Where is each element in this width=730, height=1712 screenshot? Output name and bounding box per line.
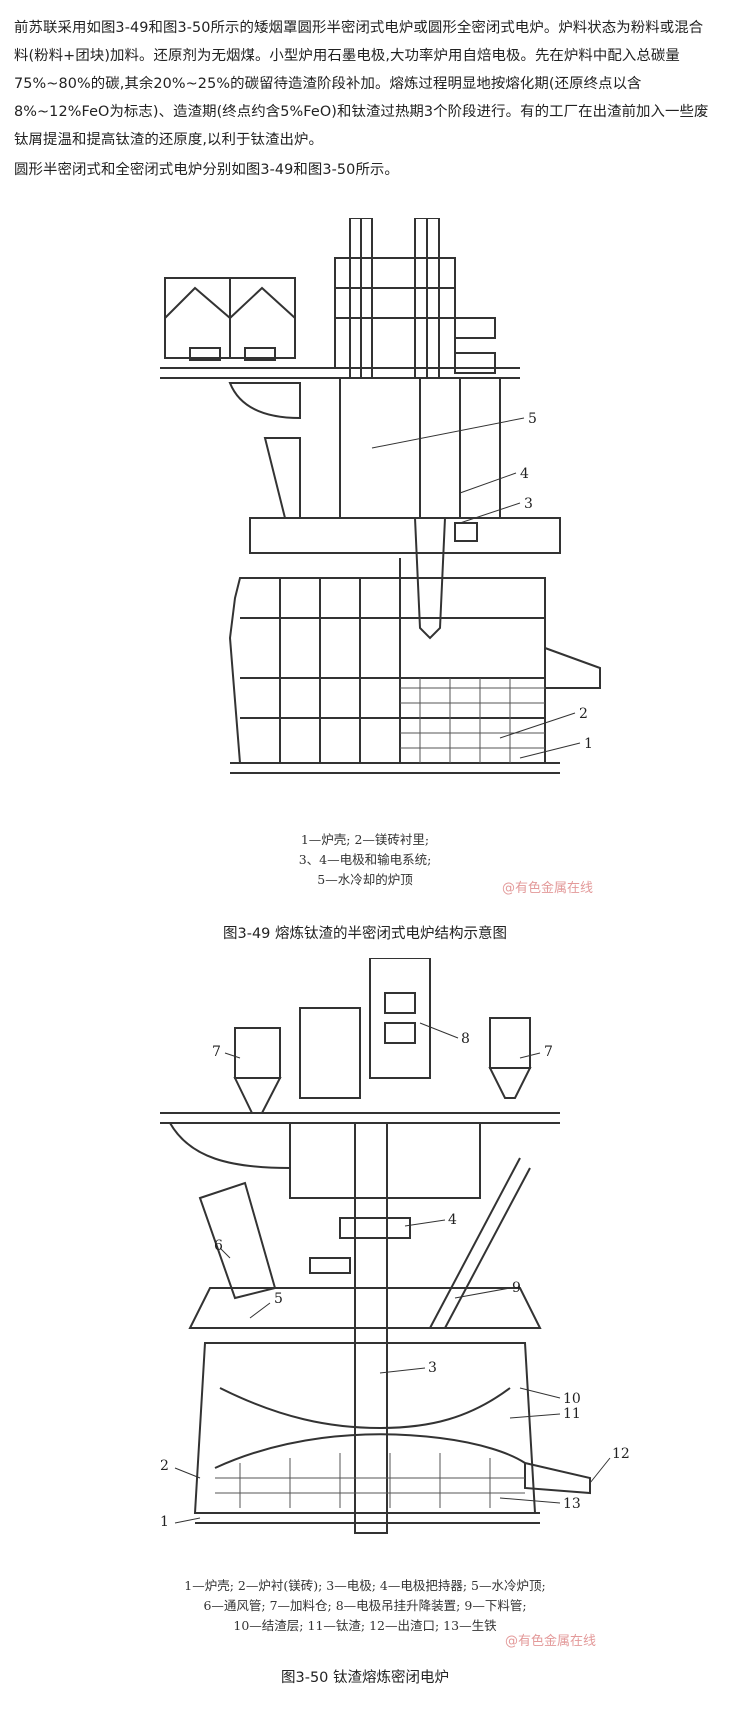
figure1-label-1: 1 <box>584 736 593 752</box>
watermark-figure2: @有色金属在线 <box>505 1634 597 1649</box>
figure2-label-1: 1 <box>160 1514 169 1530</box>
figure2-legend-line-2: 6—通风管; 7—加料仓; 8—电极吊挂升降装置; 9—下料管; <box>203 1598 527 1613</box>
figure2-label-2: 2 <box>160 1458 169 1474</box>
figure2-label-10: 10 <box>563 1391 581 1407</box>
figure2-label-7-left: 7 <box>212 1044 221 1060</box>
figure2-label-5: 5 <box>274 1291 283 1307</box>
figure2-legend-line-1: 1—炉壳; 2—炉衬(镁砖); 3—电极; 4—电极把持器; 5—水冷炉顶; <box>184 1578 546 1593</box>
figure1-label-4: 4 <box>520 466 529 482</box>
figure2-label-12: 12 <box>612 1446 630 1462</box>
semi-closed-furnace-drawing: 5 4 3 2 1 <box>160 217 601 774</box>
figure-reference-paragraph: 圆形半密闭式和全密闭式电炉分别如图3-49和图3-50所示。 <box>14 162 399 178</box>
figure2-label-3: 3 <box>428 1360 437 1376</box>
figure1-caption: 图3-49 熔炼钛渣的半密闭式电炉结构示意图 <box>222 926 508 942</box>
figure2-label-9: 9 <box>512 1280 521 1296</box>
figure-3-50-closed-furnace: 8 7 7 4 9 6 5 3 10 11 12 13 1 2 <box>0 957 730 1658</box>
figure2-label-4: 4 <box>448 1212 457 1228</box>
intro-paragraph: 前苏联采用如图3-49和图3-50所示的矮烟罩圆形半密闭式电炉或圆形全密闭式电炉… <box>14 20 709 148</box>
watermark-figure1: @有色金属在线 <box>502 881 594 896</box>
figure2-label-6: 6 <box>214 1238 223 1254</box>
figure1-label-5: 5 <box>528 411 537 427</box>
figure2-legend-line-3: 10—结渣层; 11—钛渣; 12—出渣口; 13—生铁 <box>233 1618 497 1633</box>
figure1-legend-line-1: 1—炉壳; 2—镁砖衬里; <box>300 832 430 847</box>
figure2-label-13: 13 <box>563 1496 581 1512</box>
figure2-legend: 1—炉壳; 2—炉衬(镁砖); 3—电极; 4—电极把持器; 5—水冷炉顶; 6… <box>0 1576 730 1636</box>
figure2-label-8: 8 <box>461 1031 470 1047</box>
figure-3-49-semi-closed-furnace: 5 4 3 2 1 <box>0 217 730 918</box>
figure2-caption: 图3-50 钛渣熔炼密闭电炉 <box>280 1670 450 1686</box>
closed-furnace-drawing: 8 7 7 4 9 6 5 3 10 11 12 13 1 2 <box>160 957 630 1534</box>
figure1-legend-line-3: 5—水冷却的炉顶 <box>317 872 413 887</box>
figure1-label-2: 2 <box>579 706 588 722</box>
figure1-legend: 1—炉壳; 2—镁砖衬里; 3、4—电极和输电系统; 5—水冷却的炉顶 <box>0 830 730 890</box>
figure2-label-11: 11 <box>563 1406 581 1422</box>
figure1-legend-line-2: 3、4—电极和输电系统; <box>298 852 432 867</box>
figure1-label-3: 3 <box>524 496 533 512</box>
figure2-label-7-right: 7 <box>544 1044 553 1060</box>
